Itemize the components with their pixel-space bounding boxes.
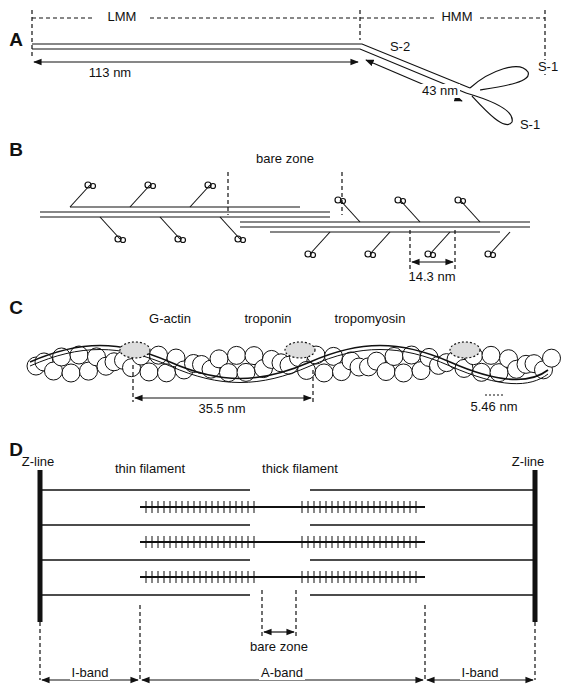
dimension: 113 nm [87,66,133,80]
panel-letter: B [7,140,25,161]
part-name: Z-line [510,455,547,469]
dimension: 35.5 nm [197,402,248,416]
segment-name: S-1 [518,118,542,132]
region-name: bare zone [248,640,310,654]
segment-name: S-2 [388,40,412,54]
myosin-heads [70,182,510,258]
part-name: tropomyosin [333,312,408,326]
region-name: I-band [460,666,501,680]
part-name: thin filament [113,462,187,476]
dimension: 43 nm [420,84,460,98]
panel-letter: A [7,30,25,51]
segment-name: HMM [439,10,474,24]
sarcomere-filaments [40,490,535,595]
region-name: bare zone [253,152,317,166]
region-name: I-band [70,666,111,680]
part-name: troponin [243,312,294,326]
region-name: A-band [259,666,305,680]
part-name: G-actin [147,312,193,326]
segment-name: LMM [106,10,139,24]
segment-name: S-1 [536,60,560,74]
part-name: Z-line [20,455,57,469]
part-name: thick filament [260,462,340,476]
dimension: 14.3 nm [407,270,458,284]
dimension: 5.46 nm [469,400,520,414]
panel-letter: C [7,298,25,319]
